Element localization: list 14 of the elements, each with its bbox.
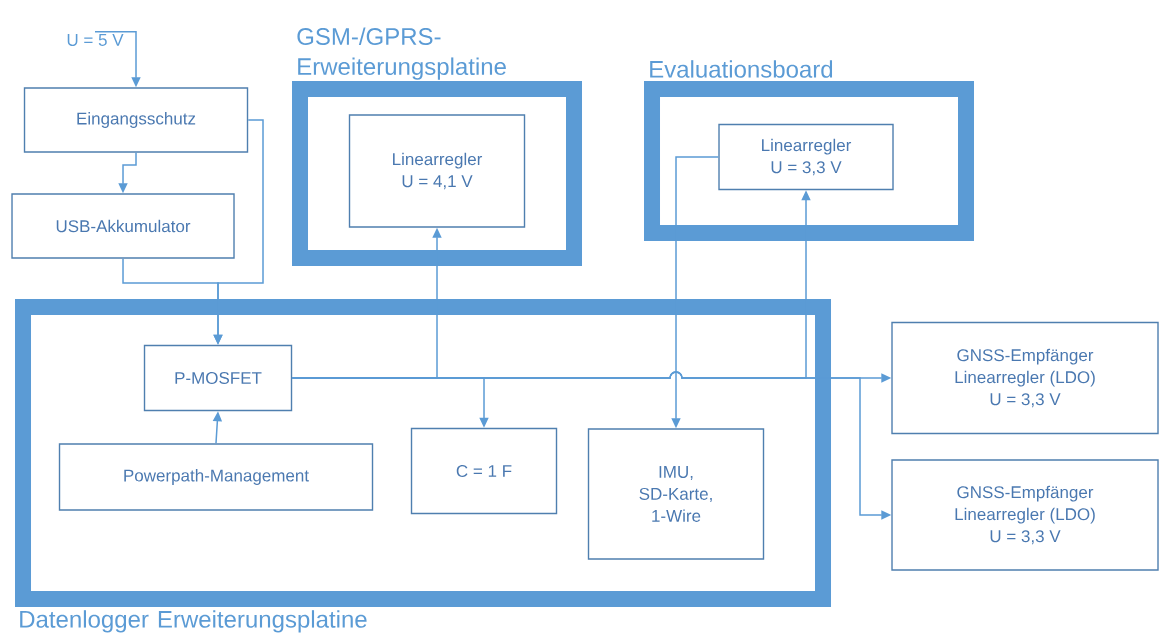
block-box: Eingangsschutz <box>23 87 249 153</box>
block-box: Linearregler U = 3,3 V <box>718 123 894 191</box>
block-box: USB-Akkumulator <box>11 193 235 259</box>
voltage-label: U = 5 V <box>67 34 124 46</box>
block-box: C = 1 F <box>410 427 558 515</box>
block-box: IMU, SD-Karte, 1-Wire <box>587 428 765 560</box>
block-box: GNSS-Empfänger Linearregler (LDO) U = 3,3 V <box>891 459 1159 571</box>
block-box: GNSS-Empfänger Linearregler (LDO) U = 3,3 V <box>891 321 1159 435</box>
block-box: Powerpath-Management <box>58 443 374 511</box>
board-title: Evaluationsboard <box>650 60 833 78</box>
block-box: P-MOSFET <box>143 344 293 412</box>
board-title: Datenlogger Erweiterungsplatine <box>20 610 367 633</box>
block-box: Linearregler U = 4,1 V <box>348 114 526 228</box>
board-title: GSM-/GPRS- Erweiterungsplatine <box>297 27 506 80</box>
